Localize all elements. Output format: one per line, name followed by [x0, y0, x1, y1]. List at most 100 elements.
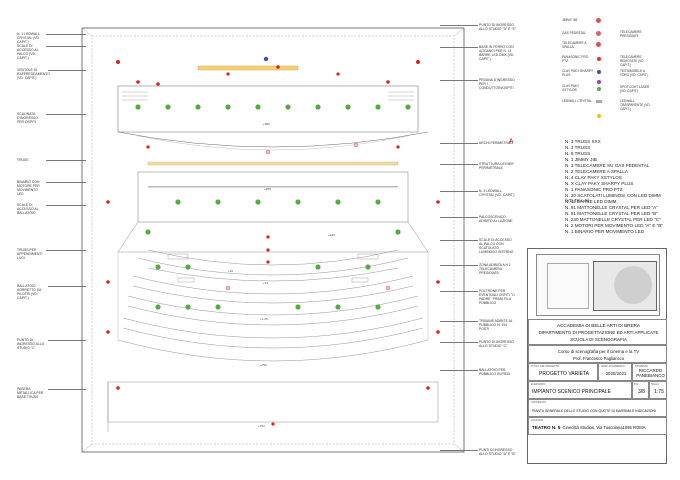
list-item: N. 3 TRUSS XXX: [565, 139, 601, 144]
leader-line: [440, 342, 478, 343]
sharpy-icon: [597, 70, 601, 74]
leader-line: [440, 191, 478, 192]
legend-label: GAS PEDESTAL: [562, 31, 587, 35]
legend-label: CLAY PAKY XSTYLOS: [562, 84, 580, 92]
label-archi: ARCHI PERIMETRALI: [479, 141, 514, 145]
professor-name: Prof. Francesco Pagliaricco: [572, 356, 625, 361]
label-scale-palco: SCALE DI ACCESSO AL PALCO CON SCATOLATO …: [479, 238, 514, 254]
plan-mark: +760: [258, 424, 265, 428]
ledwall-icon: [596, 100, 602, 103]
drawing-title: IMPIANTO SCENICO PRINCIPALE: [532, 389, 611, 395]
label-ingresso-c: PUNTO DI INGRESSO ALLO STUDIO "C": [17, 338, 45, 350]
label-truss: TRUSS: [17, 158, 29, 162]
legend-label: TELECAMERE PRESIDIATE: [620, 30, 642, 38]
department-name: DIPARTIMENTO DI PROGETTAZIONE ED ARTI AP…: [538, 330, 659, 335]
academic-year: 2020/2021: [605, 371, 627, 376]
label-layher: STRUTTURA LAYHER PERIMETRALE: [479, 162, 514, 170]
label-poltrone: POLTRONE PER EVENTUALI OSPITI "O PADRE" …: [479, 289, 515, 305]
label-palcoscenico: PALCOSCENICO ADIBITO A LLAZIONE: [479, 215, 513, 223]
label-base-ferro: BASE IN FERRO CON AGGANCI PER N. 11 BARR…: [479, 45, 515, 61]
course-name: Corso di scenografia per il cinema e la …: [557, 349, 640, 354]
key-plan-thumbnail: [536, 254, 660, 316]
legend-label: LEDWALL CRYSTAL: [562, 99, 592, 103]
school-name: SCUOLA DI SCENOGRAFIA: [570, 337, 627, 342]
year-caption: ANNO ACCADEMICO: [601, 365, 625, 368]
list-item: N. 91 MATTONELLE CRYSTAL PER LED "A": [565, 205, 658, 210]
legend-label: TELECAMERE A SPALLA: [562, 41, 587, 49]
list-item: N. 2 TELECAMERE A SPALLA: [565, 169, 628, 174]
project-title: PROGETTO VARIETA: [538, 371, 589, 377]
plan-mark: +380: [263, 122, 270, 126]
key-plan-studio: [593, 261, 657, 311]
list-item: N. 6 TRUSS: [565, 151, 591, 156]
leader-line: [440, 450, 478, 451]
legend-label: PANASONIC PRO PTZ: [562, 55, 589, 63]
table-cell: TAV. 3/8: [632, 381, 649, 399]
leader-line: [440, 265, 478, 266]
key-plan-highlight: [614, 266, 652, 304]
legend-label: TESTAMOBILE A FORO (vd. capit.): [620, 69, 649, 77]
list-item: N. X CLAY PAKY SHARPY PLUS: [565, 181, 634, 186]
moving-head-icon: [597, 80, 601, 84]
scale-cell: SCALA 1:75: [649, 381, 667, 399]
list-item: N. 1 BINARIO PER MOVIMENTO LED: [565, 229, 645, 234]
leader-line: [440, 143, 478, 144]
leader-line: [48, 389, 86, 390]
list-item: N. 11 BARRE LED DIMM: [565, 199, 617, 204]
label-truss-luci: TRUSS PER APPENDIMENTI LUCI: [17, 248, 43, 260]
leader-line: [46, 205, 86, 206]
legend-label: JIMMY JIB: [562, 18, 578, 22]
content-cell: CONTENUTO PIANTA GENERALE DELLO STUDIO C…: [528, 399, 667, 417]
leader-line: [46, 34, 86, 35]
location-detail: - Cinecittà Studios, Via Tuscolana1055 R…: [560, 425, 646, 430]
leader-line: [46, 250, 86, 251]
list-item: N. 1 PANASONIC PRO PTZ: [565, 187, 623, 192]
list-item: N. 3 TRUSS: [565, 145, 591, 150]
label-pedana: PEDANA D'INGRESSO PER I CONDUTTORI/OSPIT…: [479, 78, 515, 90]
leader-line: [440, 25, 478, 26]
shoulder-camera-icon: [596, 42, 601, 47]
leader-line: [440, 321, 478, 322]
student-caption: STUDENTE: [635, 365, 648, 368]
jimmy-jib-icon: [596, 18, 601, 23]
plan-mark: +250: [264, 187, 271, 191]
student-cell: STUDENTE RICCARDO PANEBIANCO: [632, 363, 667, 381]
legend-label: TELECAMERE REMOTATE (vd. capit.): [620, 55, 645, 67]
list-item: N. 91 MATTONELLE CRYSTAL PER LED "B": [565, 211, 658, 216]
leader-line: [440, 370, 478, 371]
plan-mark: +16: [228, 269, 233, 273]
leader-line: [440, 291, 478, 292]
student-name: RICCARDO PANEBIANCO: [636, 368, 665, 378]
ptz-icon: [597, 57, 601, 61]
academy-name: ACCADEMIA DI BELLE ARTI DI BRERA: [557, 323, 640, 328]
label-ledwall-3: N. 3 LEDWALL CRYSTAL (vd. capit.): [479, 189, 515, 197]
location-name: TEATRO N. 5: [532, 425, 561, 430]
label-ingresso-c-right: PUNTO DI INGRESSO ALLO STUDIO "C": [479, 340, 514, 348]
leader-line: [46, 182, 86, 183]
xstylos-icon: [597, 87, 601, 91]
label-ballatoio: BALLATOIO SORRETTO DA PILOTIS (vd. capit…: [17, 284, 42, 300]
list-item: N. 240 MATTONELLE CRYSTAL PER LED "C": [565, 217, 661, 222]
label-ingresso-a-b: PUNTI DI INGRESSO ALLO STUDIO "A" E "B": [479, 448, 516, 456]
table-number: 3/8: [638, 389, 645, 395]
list-item: N. 4 CLAY PAKY XSTYLOS: [565, 175, 622, 180]
label-telecamera-zona: ZONA ADIBITA A N.1 TELECAMERA PRESIDIATA: [479, 263, 511, 275]
title-block: ACCADEMIA DI BELLE ARTI DI BRERA DIPARTI…: [527, 248, 667, 464]
scale-caption: SCALA: [651, 383, 659, 386]
leader-line: [48, 340, 86, 341]
leader-line: [46, 114, 86, 115]
leader-line: [440, 240, 478, 241]
leader-line: [440, 80, 478, 81]
label-binario: BINARIO CON MOTORE PER MOVIMENTO LED: [17, 180, 40, 196]
leader-line: [48, 70, 86, 71]
plan-mark: +750: [260, 363, 267, 367]
label-pasera: PASERA METALLICA PER BASE TRUSS: [17, 387, 44, 399]
table-caption: TAV.: [634, 383, 639, 386]
studio-floor-plan: +380 +250 +240 +16 +13 +1.25 +750 +760: [81, 27, 465, 453]
location-cell: LOCATION TEATRO N. 5 - Cinecittà Studios…: [528, 417, 667, 435]
key-plan-wing: [547, 263, 589, 309]
year-cell: ANNO ACCADEMICO 2020/2021: [598, 363, 632, 381]
list-item: N. 1 JIMMY JIB: [565, 157, 597, 162]
project-cell: TITOLO DEL PROGETTO PROGETTO VARIETA: [528, 363, 598, 381]
